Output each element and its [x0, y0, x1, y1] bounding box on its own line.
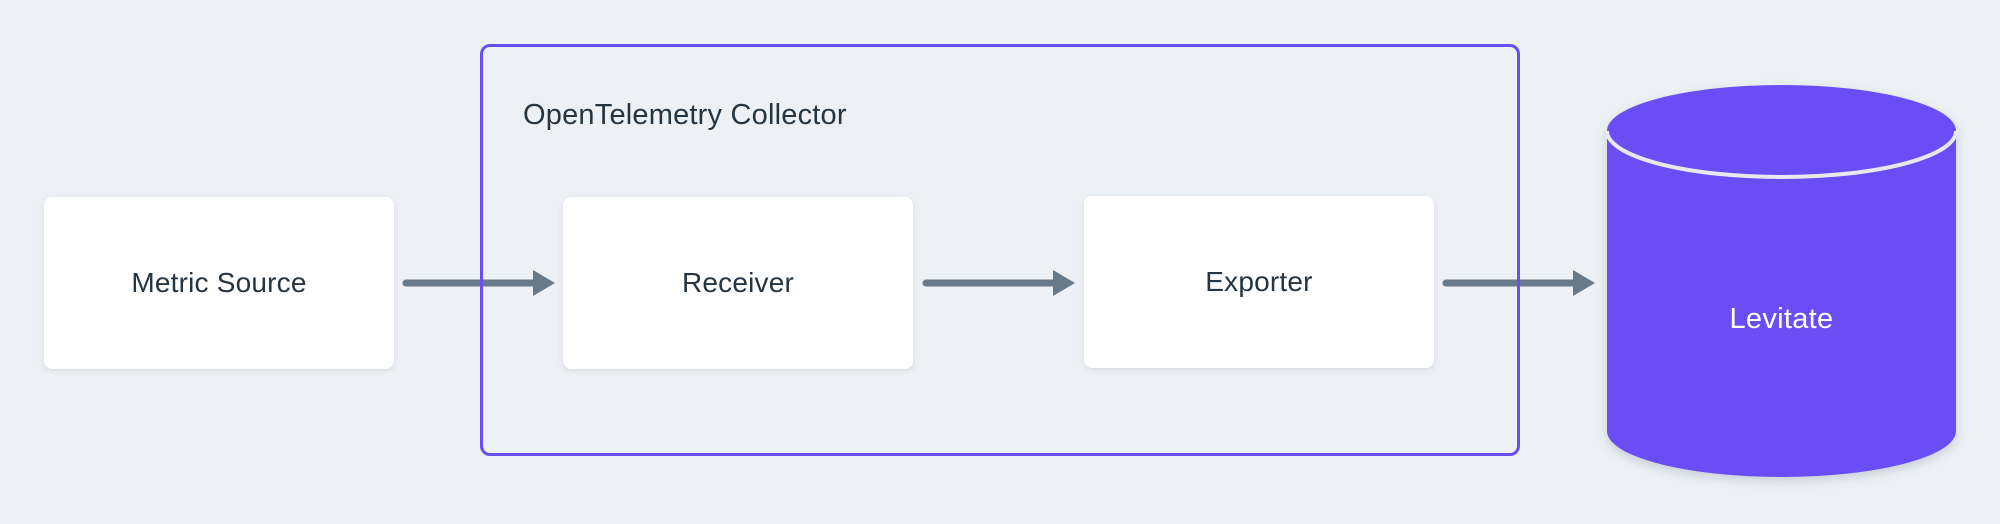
cylinder-body: [1607, 131, 1956, 477]
arrow-head-icon: [533, 270, 555, 296]
node-levitate-cylinder: Levitate: [1605, 85, 1958, 477]
arrow-metric-source-to-receiver: [402, 270, 555, 296]
node-exporter: Exporter: [1084, 196, 1434, 368]
node-metric-source-label: Metric Source: [131, 267, 307, 298]
node-levitate-label: Levitate: [1730, 303, 1834, 335]
otel-collector-container: OpenTelemetry Collector: [480, 44, 1520, 456]
node-receiver-label: Receiver: [681, 267, 795, 298]
node-receiver: Receiver: [563, 197, 913, 369]
otel-collector-title: OpenTelemetry Collector: [523, 99, 847, 131]
node-exporter-label: Exporter: [1205, 266, 1313, 297]
arrow-head-icon: [1573, 270, 1595, 296]
arrow-exporter-to-levitate: [1442, 270, 1595, 296]
node-metric-source: Metric Source: [44, 197, 394, 369]
cylinder-divider-arc: [1605, 130, 1958, 179]
arrow-head-icon: [1053, 270, 1075, 296]
cylinder-top: [1607, 85, 1956, 177]
arrow-receiver-to-exporter: [922, 270, 1075, 296]
